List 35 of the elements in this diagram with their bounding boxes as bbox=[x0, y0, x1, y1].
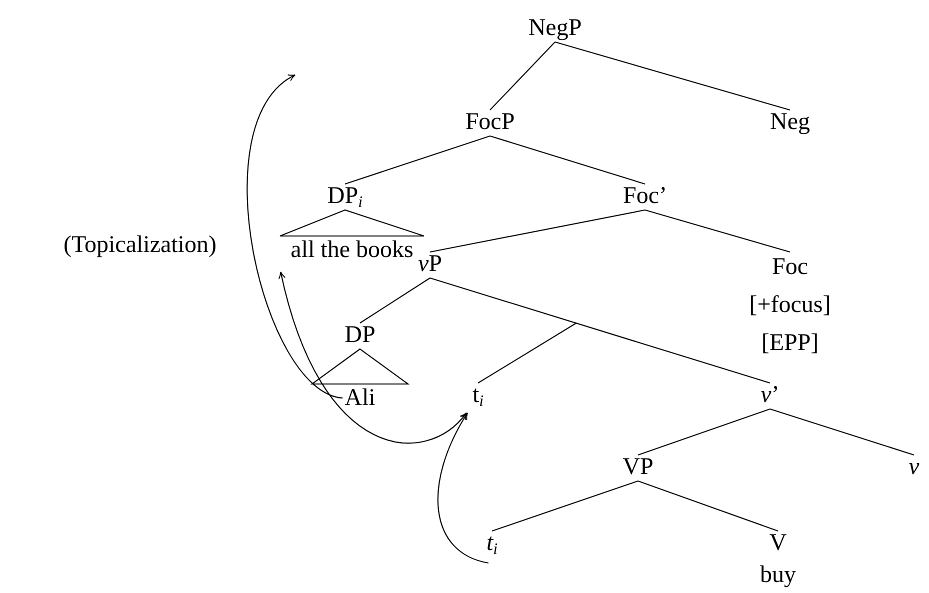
tree-branch bbox=[770, 408, 914, 456]
node-label: [+focus] bbox=[749, 291, 831, 320]
node-label: VP bbox=[622, 451, 654, 483]
tree-branch bbox=[430, 209, 646, 253]
tree-branch bbox=[554, 41, 790, 111]
node-label: Foc’ bbox=[623, 180, 667, 212]
triangle bbox=[310, 348, 410, 385]
node-label: DP$_{i}$ bbox=[327, 180, 363, 212]
tree-branch bbox=[360, 278, 430, 324]
triangle bbox=[279, 209, 425, 237]
tree-branch bbox=[492, 480, 638, 532]
node-label: v’ bbox=[760, 379, 780, 411]
node-label: FocP bbox=[465, 106, 515, 138]
node-label: [EPP] bbox=[761, 329, 819, 358]
node-label: Foc bbox=[772, 253, 808, 282]
node-label: Neg bbox=[770, 106, 810, 138]
tree-branch bbox=[490, 42, 556, 110]
node-label: vP bbox=[418, 248, 442, 280]
tree-branch bbox=[478, 322, 576, 384]
node-label: v bbox=[908, 451, 920, 483]
tree-branch bbox=[344, 135, 490, 185]
tree-branch bbox=[638, 408, 770, 456]
tree-branch bbox=[490, 135, 646, 185]
node-label: DP bbox=[344, 319, 376, 351]
node-label: t$_{i}$ bbox=[472, 379, 484, 411]
tree-branch bbox=[638, 480, 778, 532]
tree-branch bbox=[430, 277, 770, 384]
node-label: NegP bbox=[528, 12, 582, 44]
node-label: buy bbox=[760, 561, 796, 590]
node-label: t$_{i}$ bbox=[486, 527, 498, 559]
node-label: V bbox=[769, 529, 787, 558]
node-label: all the books bbox=[290, 234, 414, 266]
tree-branch bbox=[644, 209, 790, 253]
node-label: Ali bbox=[344, 382, 376, 414]
annotation: (Topicalization) bbox=[64, 231, 216, 259]
